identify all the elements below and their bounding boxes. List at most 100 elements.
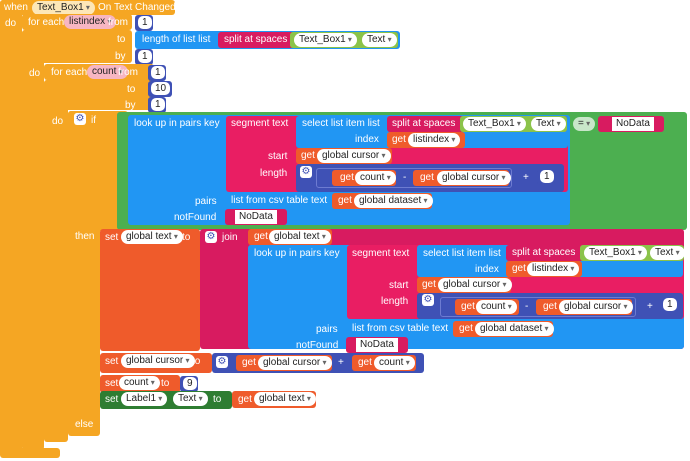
start-label-1: start — [268, 151, 288, 162]
listindex-dropdown-2[interactable]: listindex — [527, 262, 580, 276]
if-block-spine — [68, 111, 100, 436]
inner-do-label: do — [52, 116, 64, 127]
get-label-4: get — [420, 172, 434, 183]
inner-to-block[interactable]: 10 — [148, 81, 172, 97]
cursor-dropdown-2[interactable]: global cursor — [437, 171, 511, 185]
mutator-gear-icon[interactable]: ⚙ — [74, 113, 86, 125]
get-label-14: get — [238, 394, 252, 405]
event-component-dropdown[interactable]: Text_Box1 — [32, 1, 95, 15]
pairs-label-1: pairs — [195, 196, 217, 207]
inner-by-number[interactable]: 1 — [151, 98, 165, 111]
to-label-3: to — [161, 378, 170, 389]
count-dropdown-1[interactable]: count — [355, 171, 396, 185]
get-label-7: get — [512, 263, 526, 274]
for-each-label: for each — [28, 17, 65, 28]
add-cursor-gear-icon[interactable]: ⚙ — [216, 356, 228, 368]
event-block-spine — [0, 0, 22, 455]
global-text-dropdown-2[interactable]: global text — [269, 230, 331, 244]
global-text-dropdown-3[interactable]: global text — [254, 392, 316, 406]
count-dropdown-2[interactable]: count — [476, 300, 517, 314]
inner-from-block[interactable]: 1 — [148, 65, 166, 81]
join-gear-icon[interactable]: ⚙ — [205, 231, 217, 243]
for-each-count-spine — [44, 80, 68, 442]
nine-number[interactable]: 9 — [183, 377, 197, 390]
minus-label-2: - — [525, 301, 529, 312]
from-number-block[interactable]: 1 — [135, 15, 153, 31]
textbox-comp-1[interactable]: Text_Box1 — [463, 117, 526, 131]
add-gear-icon-1[interactable]: ⚙ — [300, 166, 312, 178]
join-label: join — [222, 232, 238, 243]
dataset-dropdown-2[interactable]: global dataset — [475, 322, 554, 336]
plus-label-2: + — [647, 301, 653, 312]
textbox-prop-2[interactable]: Text — [650, 246, 685, 260]
textbox-component-dropdown[interactable]: Text_Box1 — [294, 33, 357, 47]
textbox-prop-dropdown[interactable]: Text — [362, 33, 397, 47]
index-label-1: index — [355, 134, 379, 145]
nodata-compare-string[interactable]: NoData — [612, 117, 654, 131]
to-label-4: to — [213, 394, 222, 405]
start-label-2: start — [389, 280, 409, 291]
length-label-2: length — [381, 296, 409, 307]
global-cursor-var-dropdown[interactable]: global cursor — [121, 354, 195, 368]
split-label-2: split at spaces — [512, 247, 576, 258]
global-text-var-dropdown[interactable]: global text — [121, 230, 183, 244]
inner-by-label: by — [125, 100, 136, 111]
length-of-list-label: length of list list — [142, 34, 211, 45]
by-number-block[interactable]: 1 — [135, 49, 153, 65]
set-label-3: set — [105, 378, 119, 389]
nine-number-block[interactable]: 9 — [180, 376, 198, 392]
textbox-prop-1[interactable]: Text — [531, 117, 566, 131]
get-label-6: get — [254, 231, 268, 242]
if-label: if — [91, 115, 96, 126]
cursor-dropdown-1[interactable]: global cursor — [317, 149, 391, 163]
notfound-label-2: notFound — [296, 340, 339, 351]
then-label: then — [75, 231, 95, 242]
from-number[interactable]: 1 — [138, 16, 152, 29]
plus-label-1: + — [523, 172, 529, 183]
listindex-dropdown-1[interactable]: listindex — [408, 133, 461, 147]
one-number-block-2[interactable]: 1 — [660, 297, 678, 313]
cursor-dropdown-3[interactable]: global cursor — [438, 278, 512, 292]
one-number-block-1[interactable]: 1 — [537, 169, 555, 185]
nodata-string-1[interactable]: NoData — [235, 210, 277, 224]
cursor-dropdown-4[interactable]: global cursor — [559, 300, 633, 314]
set-label-1: set — [105, 232, 119, 243]
one-number-1[interactable]: 1 — [540, 170, 554, 183]
by-number[interactable]: 1 — [138, 50, 152, 63]
listindex-var[interactable]: listindex — [64, 15, 117, 29]
event-block-bottom — [0, 448, 60, 458]
compare-op-dropdown[interactable]: = — [573, 117, 596, 131]
set-global-text-block[interactable] — [100, 229, 200, 351]
get-label-12: get — [242, 357, 256, 368]
from-label: from — [108, 17, 128, 28]
inner-to-number[interactable]: 10 — [151, 82, 171, 95]
minus-label-1: - — [403, 172, 407, 183]
get-label-1: get — [392, 134, 406, 145]
outer-do-label: do — [29, 68, 41, 79]
lookup-label-2: look up in pairs key — [254, 248, 340, 259]
inner-from-number[interactable]: 1 — [151, 66, 165, 79]
count-var-dropdown[interactable]: count — [119, 376, 160, 390]
label1-prop-dropdown[interactable]: Text — [173, 392, 208, 406]
event-do-label: do — [5, 18, 17, 29]
get-label-10: get — [543, 301, 557, 312]
select-list-item-label: select list item list — [302, 118, 380, 129]
inner-by-block[interactable]: 1 — [148, 97, 166, 113]
cursor-dropdown-5[interactable]: global cursor — [258, 356, 332, 370]
label1-component-dropdown[interactable]: Label1 — [121, 392, 168, 406]
textbox-comp-2[interactable]: Text_Box1 — [584, 246, 647, 260]
nodata-string-2[interactable]: NoData — [356, 338, 398, 352]
dataset-dropdown-1[interactable]: global dataset — [354, 194, 433, 208]
count-var[interactable]: count — [87, 65, 128, 79]
segment-label-2: segment text — [352, 248, 410, 259]
notfound-label-1: notFound — [174, 212, 217, 223]
get-label-8: get — [422, 279, 436, 290]
count-dropdown-3[interactable]: count — [374, 356, 415, 370]
add-gear-icon-2[interactable]: ⚙ — [422, 294, 434, 306]
event-name-label: On Text Changed — [98, 2, 176, 13]
lookup-label: look up in pairs key — [134, 118, 220, 129]
one-number-2[interactable]: 1 — [663, 298, 677, 311]
set-label-2: set — [105, 356, 119, 367]
pairs-label-2: pairs — [316, 324, 338, 335]
inner-to-label: to — [127, 84, 136, 95]
